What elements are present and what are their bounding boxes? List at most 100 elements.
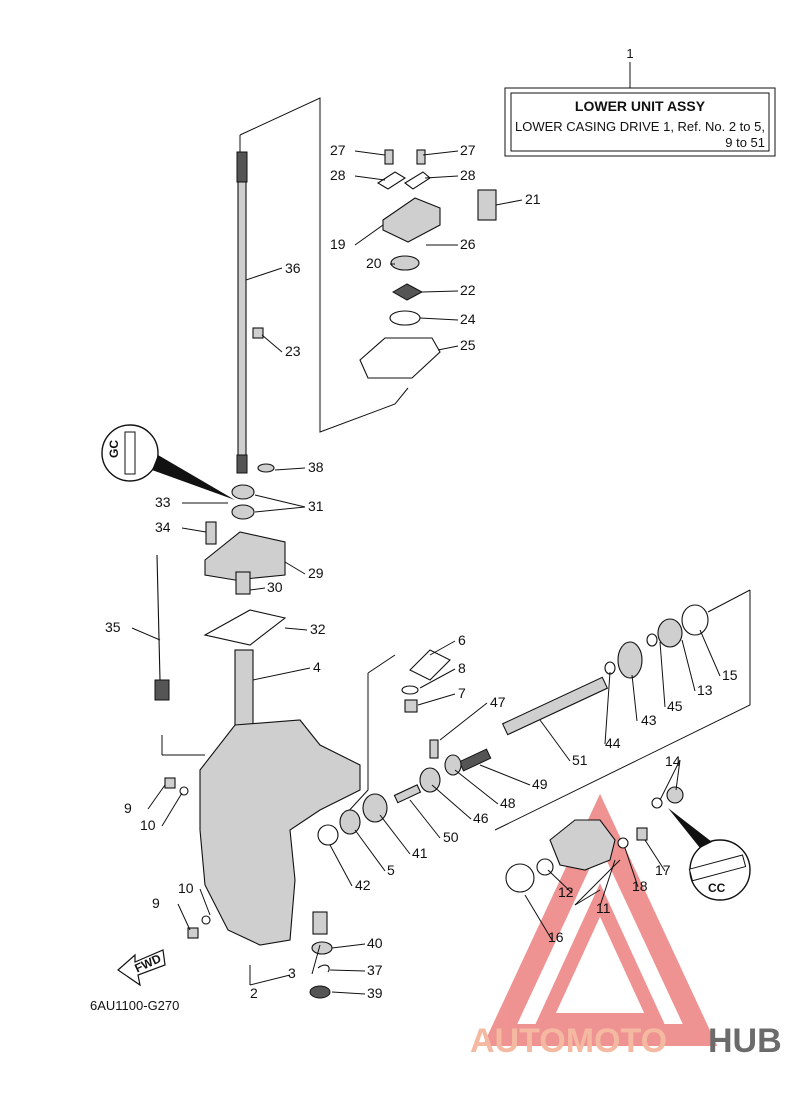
callout-label: 41	[412, 845, 428, 861]
callout-label: 7	[458, 685, 466, 701]
leader-line	[495, 199, 523, 206]
callout-label: 10	[140, 817, 156, 833]
callout-label: 2	[250, 985, 258, 1001]
callout-label: 20	[366, 255, 382, 271]
callout-label: 16	[548, 929, 564, 945]
grease-callout-upper: GC	[101, 424, 235, 500]
shaft-gears	[317, 604, 709, 846]
bracket-line	[574, 859, 621, 906]
leader-line	[431, 784, 472, 820]
callout-label: 23	[285, 343, 301, 359]
callout-label: 47	[490, 694, 506, 710]
callout-label: 44	[605, 735, 621, 751]
callout-label: 36	[285, 260, 301, 276]
leader-line	[644, 839, 666, 872]
leader-line	[354, 224, 384, 246]
leader-line	[177, 903, 191, 931]
leader-line	[524, 894, 553, 941]
callout-label: 27	[330, 142, 346, 158]
callout-label: 43	[641, 712, 657, 728]
callout-label: 37	[367, 962, 383, 978]
assembly-title: LOWER UNIT ASSY	[575, 98, 706, 114]
callout-label: 48	[500, 795, 516, 811]
leader-line	[274, 467, 306, 471]
callout-label: 19	[330, 236, 346, 252]
callout-label: 24	[460, 311, 476, 327]
callout-label: 4	[313, 659, 321, 675]
fwd-arrow: FWD	[117, 949, 166, 987]
leader-line	[419, 668, 456, 689]
leader-line	[417, 693, 456, 706]
leader-line	[631, 674, 638, 722]
callout-label: 17	[655, 862, 671, 878]
callout-label: 42	[355, 877, 371, 893]
leader-line	[181, 527, 207, 533]
leader-line	[311, 944, 321, 975]
callout-label: 25	[460, 337, 476, 353]
callout-label: 14	[665, 753, 681, 769]
callout-label: 26	[460, 236, 476, 252]
callout-label: 38	[308, 459, 324, 475]
leader-line	[421, 290, 459, 293]
leader-line	[354, 175, 386, 181]
leader-line	[419, 317, 459, 321]
leader-line	[254, 506, 306, 513]
callout-label: 31	[308, 498, 324, 514]
callout-labels: 27 27 28 28 21 19 26 20 22 24 25 36 23 3…	[105, 142, 738, 1001]
leader-line	[539, 719, 571, 762]
callout-label: 12	[558, 884, 574, 900]
leader-line	[547, 869, 573, 894]
leader-line	[245, 267, 283, 281]
watermark-logo	[482, 793, 718, 1046]
callout-label: 28	[330, 167, 346, 183]
callout-label: 34	[155, 519, 171, 535]
callout-label: 18	[632, 878, 648, 894]
leader-line	[261, 334, 283, 353]
grease-callout-lower: CC	[668, 808, 751, 901]
bracket-line	[574, 889, 601, 906]
callout-label: 33	[155, 494, 171, 510]
leader-line	[254, 494, 306, 508]
leader-lines	[131, 150, 721, 995]
callout-label: 3	[288, 965, 296, 981]
callout-label: 28	[460, 167, 476, 183]
drive-shaft	[236, 151, 248, 474]
diagram-code: 6AU1100-G270	[90, 998, 179, 1013]
leader-line	[675, 759, 681, 791]
callout-label: 22	[460, 282, 476, 298]
callout-label: 49	[532, 776, 548, 792]
leader-line	[479, 764, 531, 786]
callout-label: 40	[367, 935, 383, 951]
svg-text:GC: GC	[107, 440, 121, 458]
callout-label: 27	[460, 142, 476, 158]
leader-line	[284, 627, 308, 631]
callout-label: 46	[473, 810, 489, 826]
leader-line	[429, 640, 456, 656]
watermark-part2: HUB	[708, 1022, 782, 1060]
callout-label: 39	[367, 985, 383, 1001]
assembly-box: 1 LOWER UNIT ASSY LOWER CASING DRIVE 1, …	[504, 46, 776, 157]
leader-line	[199, 888, 211, 916]
callout-label: 13	[697, 682, 713, 698]
leader-line	[284, 561, 306, 575]
leader-line	[604, 671, 611, 745]
svg-text:CC: CC	[708, 881, 726, 895]
bracket-line	[249, 974, 291, 986]
callout-label: 35	[105, 619, 121, 635]
leader-line	[659, 641, 666, 708]
assembly-line3: 9 to 51	[725, 135, 765, 150]
assembly-line2: LOWER CASING DRIVE 1, Ref. No. 2 to 5,	[515, 119, 765, 134]
leader-line	[409, 799, 441, 839]
leader-line	[424, 175, 459, 179]
callout-label: 11	[596, 900, 611, 916]
upper-housing-parts	[154, 463, 287, 731]
callout-label: 21	[525, 191, 541, 207]
callout-label: 32	[310, 621, 326, 637]
leader-line	[147, 784, 166, 810]
leader-line	[329, 969, 366, 972]
leader-line	[624, 847, 639, 888]
leader-line	[659, 759, 681, 801]
callout-label: 29	[308, 565, 324, 581]
leader-line	[329, 844, 353, 887]
leader-line	[379, 814, 411, 855]
